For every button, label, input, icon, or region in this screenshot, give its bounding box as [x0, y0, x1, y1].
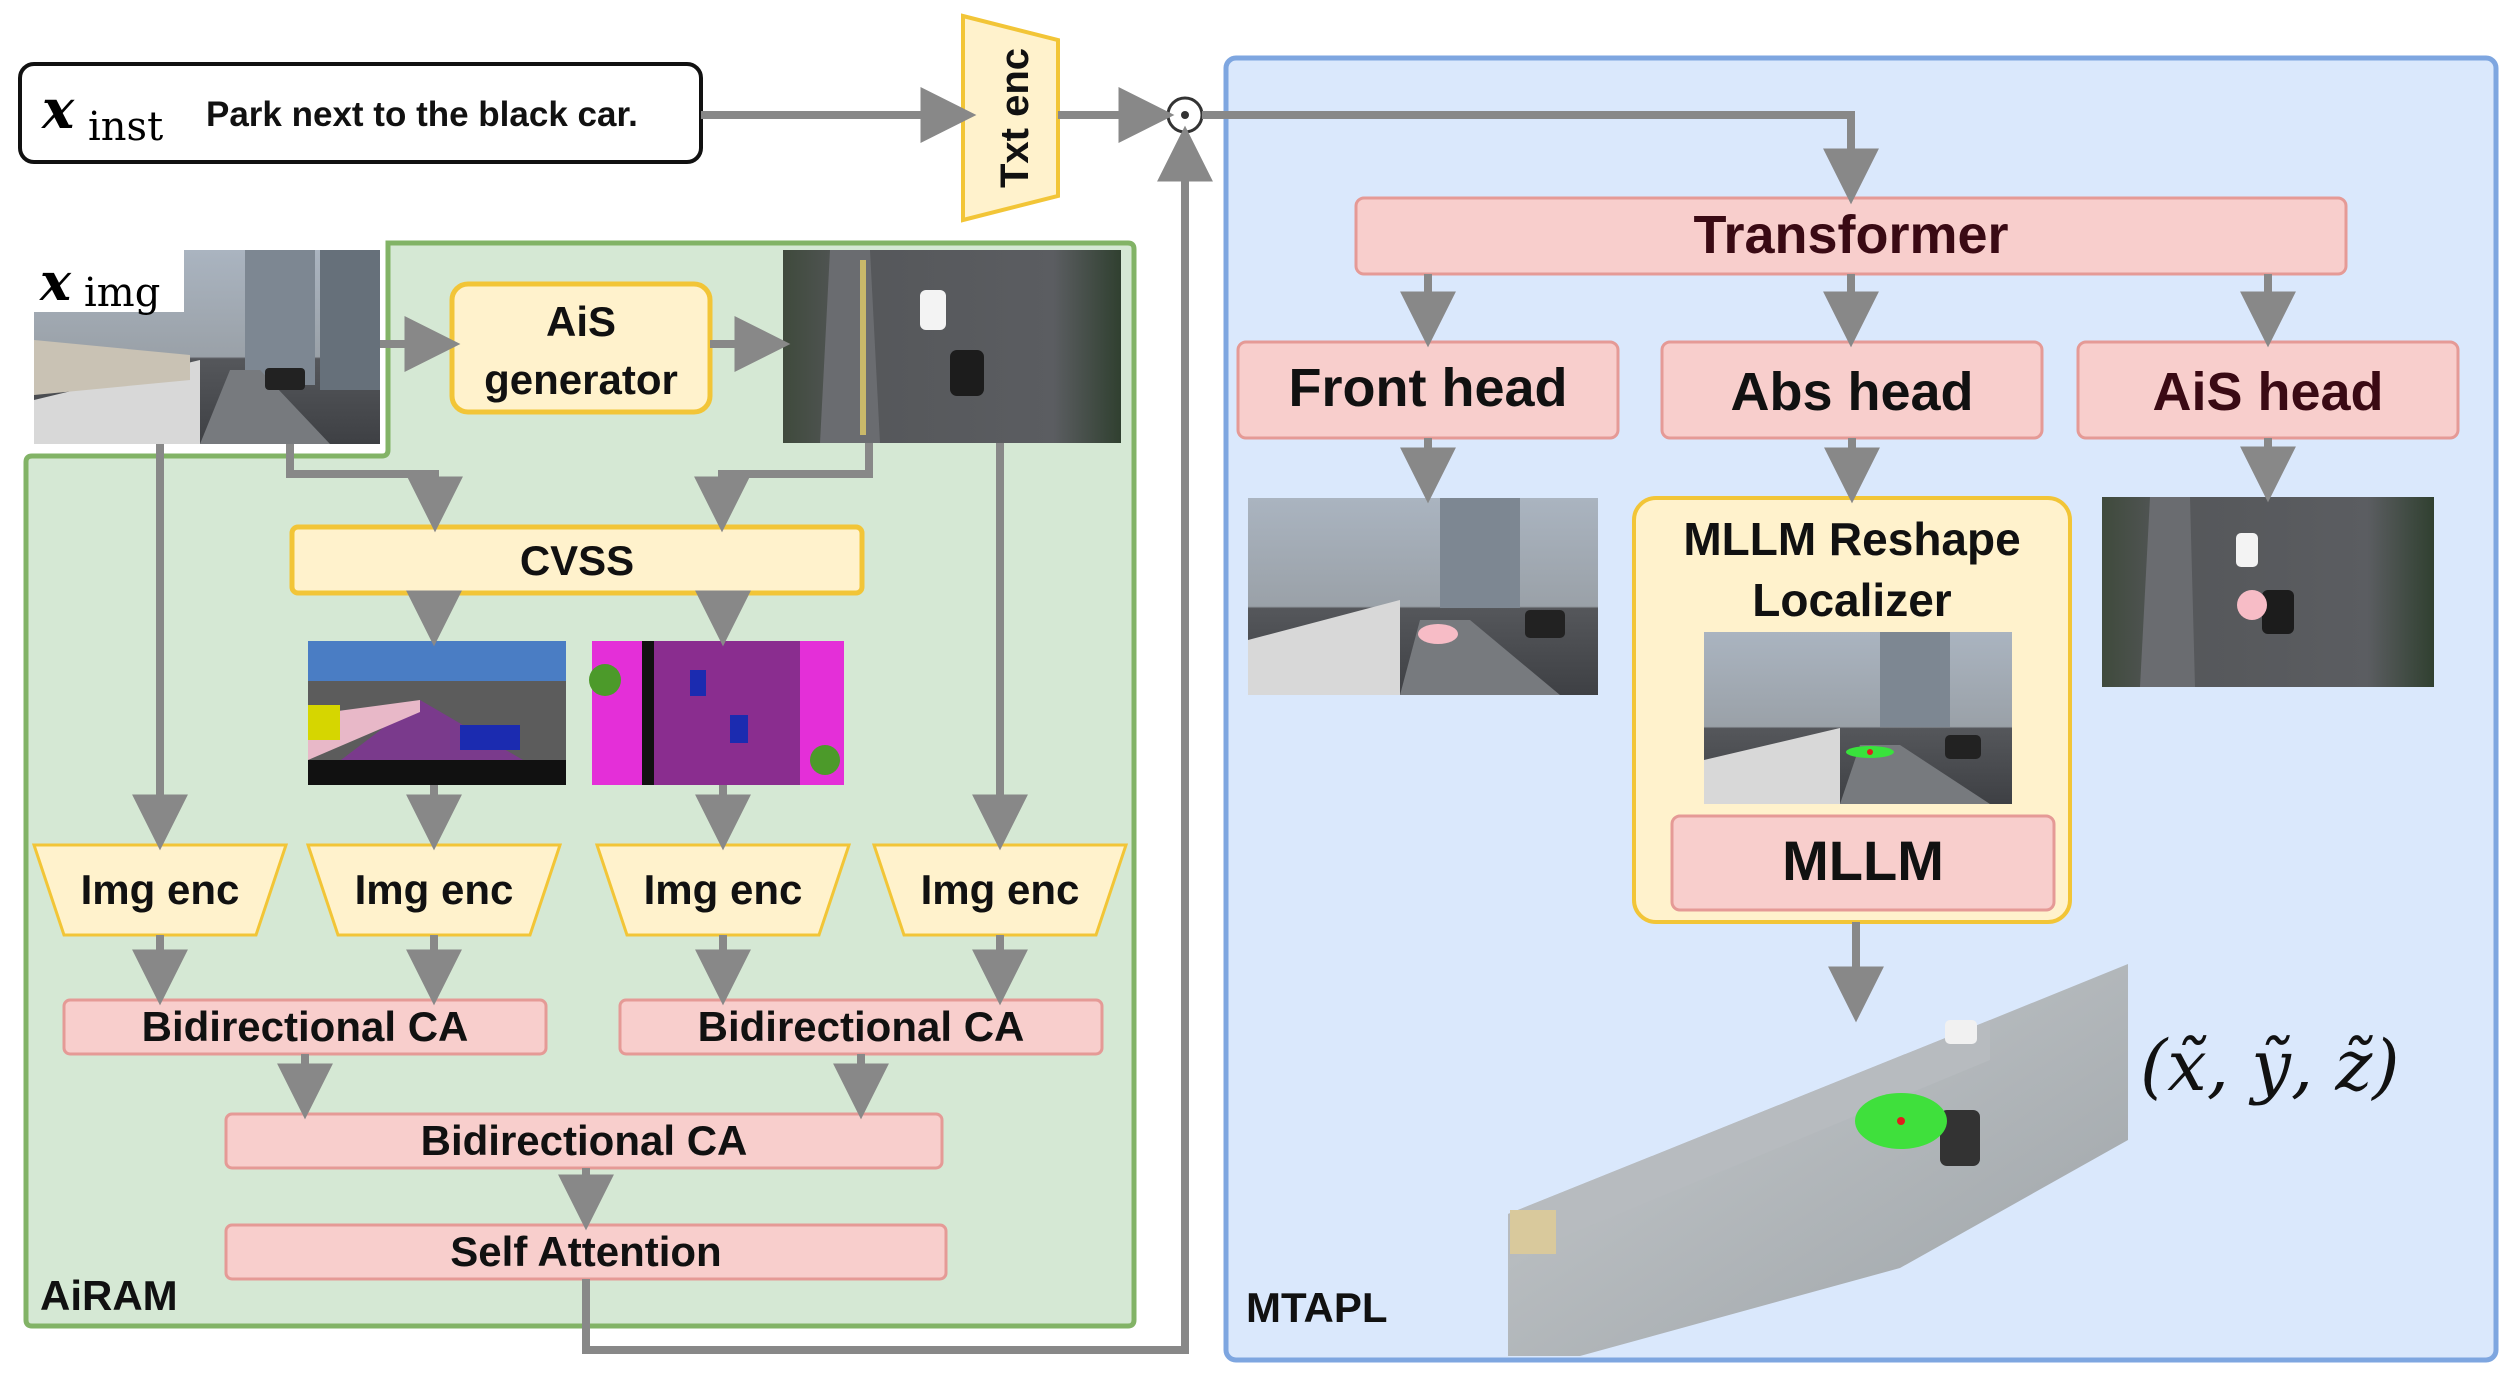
cvss-module: CVSS [289, 524, 865, 596]
bidirectional-ca-right-label: Bidirectional CA [698, 1003, 1025, 1050]
mllm-block: MLLM [1670, 814, 2056, 912]
mllm-label: MLLM [1782, 829, 1944, 892]
localizer-title-line1: MLLM Reshape [1683, 513, 2020, 565]
aerial-view-image [783, 250, 1121, 443]
instruction-box: x inst Park next to the black car. [18, 62, 703, 164]
img-encoder-4-label: Img enc [921, 866, 1080, 913]
bidirectional-ca-left-label: Bidirectional CA [142, 1003, 469, 1050]
image-subscript: img [84, 270, 160, 316]
front-head-label: Front head [1289, 358, 1568, 418]
front-head-output-image [1248, 498, 1598, 695]
bidirectional-ca-right: Bidirectional CA [618, 998, 1104, 1056]
img-encoder-2: Img enc [305, 843, 563, 937]
ais-head: AiS head [2076, 340, 2460, 440]
transformer-block: Transformer [1354, 196, 2348, 276]
ais-head-label: AiS head [2152, 362, 2383, 422]
bidirectional-ca-left: Bidirectional CA [62, 998, 548, 1056]
bidirectional-ca-merge-label: Bidirectional CA [421, 1117, 748, 1164]
segmentation-map-front [308, 641, 566, 785]
abs-head: Abs head [1660, 340, 2044, 440]
mllm-reshape-localizer: MLLM Reshape Localizer MLLM [1632, 496, 2072, 924]
transformer-label: Transformer [1693, 205, 2008, 265]
img-encoder-3: Img enc [594, 843, 852, 937]
abs-head-label: Abs head [1730, 362, 1973, 422]
segmentation-map-aerial [589, 641, 844, 785]
instruction-subscript: inst [88, 104, 163, 150]
front-head: Front head [1236, 340, 1620, 440]
image-input-front-view: x img [34, 250, 380, 444]
text-encoder-label: Txt enc [993, 48, 1037, 188]
self-attention-block: Self Attention [224, 1223, 948, 1281]
instruction-symbol: x [41, 77, 75, 141]
img-encoder-3-label: Img enc [644, 866, 803, 913]
localizer-title-line2: Localizer [1752, 574, 1952, 626]
instruction-text: Park next to the black car. [206, 95, 638, 134]
mtapl-label: MTAPL [1246, 1284, 1388, 1331]
point-cloud-output [1508, 964, 2128, 1356]
ais-head-output-image [2102, 497, 2434, 687]
ais-generator-label-line1: AiS [546, 298, 616, 345]
ais-generator: AiS generator [449, 281, 713, 415]
localizer-front-image [1704, 632, 2012, 804]
img-encoder-4: Img enc [871, 843, 1129, 937]
fusion-operator [1166, 96, 1204, 134]
arrows [132, 87, 2296, 1354]
img-encoder-2-label: Img enc [355, 866, 514, 913]
airam-label: AiRAM [40, 1272, 178, 1319]
bidirectional-ca-merge: Bidirectional CA [224, 1112, 944, 1170]
ais-generator-label-line2: generator [484, 356, 678, 403]
image-symbol: x [39, 252, 72, 313]
cvss-label: CVSS [520, 537, 634, 584]
img-encoder-1-label: Img enc [81, 866, 240, 913]
img-encoder-1: Img enc [31, 843, 289, 937]
self-attention-label: Self Attention [450, 1228, 721, 1275]
text-encoder: Txt enc [961, 13, 1060, 223]
output-coordinates: (x̃, ỹ, z̃) [2140, 1025, 2400, 1107]
